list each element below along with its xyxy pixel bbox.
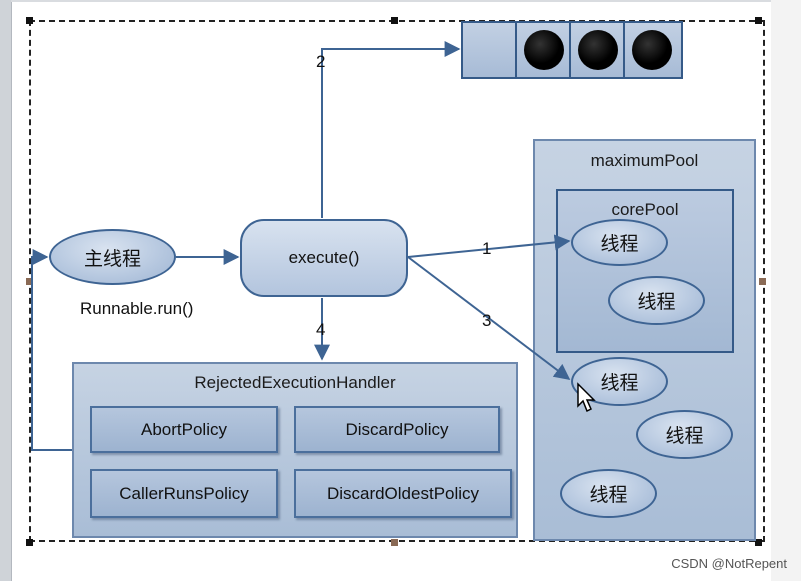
arrow-caller-runs-feedback xyxy=(31,249,72,451)
queue-slot-empty xyxy=(463,23,517,77)
queue-slot xyxy=(625,23,679,77)
edge-label-4: 4 xyxy=(316,320,326,339)
arrow-to-extra-thread xyxy=(407,256,571,380)
edge-label-3: 3 xyxy=(482,311,492,330)
queued-task-icon xyxy=(632,30,672,70)
core-thread-node: 线程 xyxy=(571,219,668,266)
mouse-pointer-icon xyxy=(577,382,596,413)
rejected-handler-title: RejectedExecutionHandler xyxy=(194,373,396,392)
resize-handle-bottom-left[interactable] xyxy=(26,539,33,546)
main-thread-caption: Runnable.run() xyxy=(80,299,194,318)
resize-handle-top-middle[interactable] xyxy=(391,17,398,24)
queue-slot xyxy=(517,23,571,77)
discard-oldest-policy-box: DiscardOldestPolicy xyxy=(294,469,512,518)
edge-label-2: 2 xyxy=(316,52,326,71)
window-right-edge xyxy=(771,0,801,581)
core-pool-title: corePool xyxy=(611,200,679,219)
queue-slot xyxy=(571,23,625,77)
resize-handle-bottom-right[interactable] xyxy=(755,539,762,546)
caller-runs-policy-box: CallerRunsPolicy xyxy=(90,469,278,518)
core-pool-panel: corePool xyxy=(556,189,734,353)
abort-policy-box: AbortPolicy xyxy=(90,406,278,453)
resize-handle-middle-left[interactable] xyxy=(26,278,33,285)
core-thread-node: 线程 xyxy=(608,276,705,325)
resize-handle-middle-right[interactable] xyxy=(759,278,766,285)
arrow-to-queue xyxy=(321,41,461,218)
resize-handle-top-left[interactable] xyxy=(26,17,33,24)
edge-label-1: 1 xyxy=(482,239,492,258)
extra-thread-node: 线程 xyxy=(560,469,657,518)
queued-task-icon xyxy=(578,30,618,70)
extra-thread-node: 线程 xyxy=(636,410,733,459)
resize-handle-bottom-middle[interactable] xyxy=(391,539,398,546)
queued-task-icon xyxy=(524,30,564,70)
arrow-to-core-thread xyxy=(407,234,571,258)
window-left-edge xyxy=(0,0,12,581)
task-queue xyxy=(461,21,683,79)
window-top-edge xyxy=(11,0,801,2)
resize-handle-top-right[interactable] xyxy=(755,17,762,24)
main-thread-node: 主线程 xyxy=(49,229,176,285)
execute-node: execute() xyxy=(240,219,408,297)
watermark: CSDN @NotRepent xyxy=(671,556,787,571)
discard-policy-box: DiscardPolicy xyxy=(294,406,500,453)
maximum-pool-title: maximumPool xyxy=(590,151,699,170)
